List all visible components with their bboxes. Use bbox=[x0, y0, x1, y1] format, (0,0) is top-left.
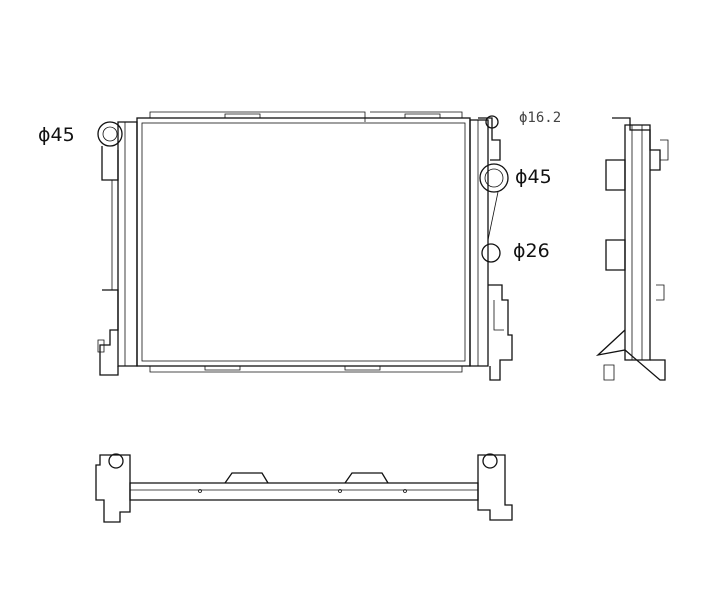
right-lower-pipe bbox=[481, 243, 501, 263]
right-tank bbox=[469, 115, 513, 381]
small-port bbox=[485, 115, 499, 129]
front-view bbox=[97, 111, 513, 381]
side-view bbox=[595, 117, 669, 381]
small-port-diameter-label: ϕ16.2 bbox=[519, 110, 562, 126]
right-outlet-pipe bbox=[479, 163, 509, 193]
left-inlet-diameter-label: ϕ45 bbox=[38, 124, 75, 146]
left-inlet-pipe bbox=[97, 121, 123, 147]
left-tank bbox=[97, 121, 138, 376]
right-outlet-diameter-label: ϕ45 bbox=[515, 166, 552, 188]
right-lower-diameter-label: ϕ26 bbox=[513, 240, 550, 262]
radiator-core bbox=[136, 117, 471, 367]
bottom-view bbox=[95, 453, 513, 523]
